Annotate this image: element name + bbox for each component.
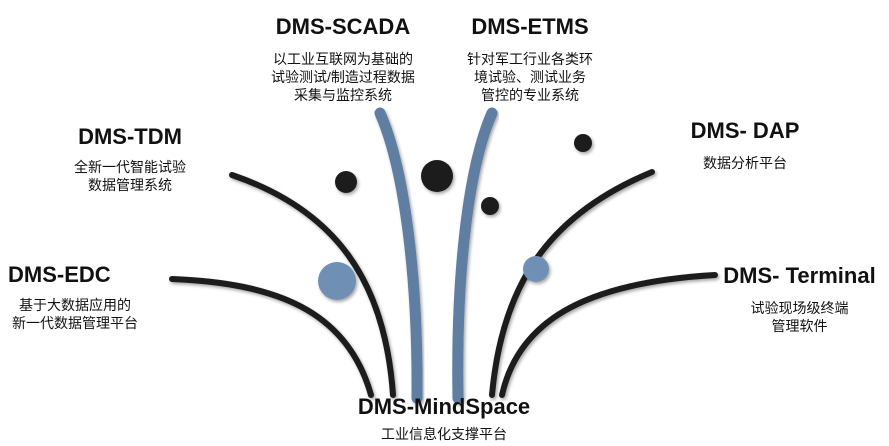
dot-dark-1 — [335, 171, 357, 193]
node-terminal: DMS- Terminal 试验现场级终端 管理软件 — [712, 263, 887, 335]
desc-line: 工业信息化支撑平台 — [381, 426, 507, 442]
node-desc: 数据分析平台 — [665, 154, 825, 172]
curve-etms — [452, 107, 498, 404]
center-title: DMS-MindSpace — [357, 394, 531, 419]
desc-line: 试验测试/制造过程数据 — [271, 69, 415, 85]
desc-line: 数据分析平台 — [703, 155, 787, 171]
dot-dark-2 — [481, 197, 499, 215]
node-desc: 全新一代智能试验 数据管理系统 — [50, 158, 210, 194]
desc-line: 数据管理系统 — [88, 177, 172, 193]
node-etms: DMS-ETMS 针对军工行业各类环 境试验、测试业务 管控的专业系统 — [450, 14, 610, 104]
curve-edc — [169, 276, 374, 398]
node-title: DMS-ETMS — [471, 14, 589, 39]
node-title: DMS-SCADA — [275, 14, 411, 39]
desc-line: 基于大数据应用的 — [19, 297, 131, 313]
node-title: DMS- DAP — [690, 118, 800, 143]
node-desc: 试验现场级终端 管理软件 — [712, 299, 887, 335]
node-desc: 以工业互联网为基础的 试验测试/制造过程数据 采集与监控系统 — [248, 50, 438, 104]
node-title: DMS-TDM — [78, 124, 182, 149]
desc-line: 管控的专业系统 — [481, 87, 579, 103]
node-title: DMS-EDC — [8, 262, 111, 287]
desc-line: 采集与监控系统 — [294, 87, 392, 103]
desc-line: 管理软件 — [771, 318, 828, 334]
node-dap: DMS- DAP 数据分析平台 — [665, 118, 825, 172]
desc-line: 境试验、测试业务 — [474, 69, 586, 85]
dot-small-blue — [523, 256, 549, 282]
node-title: DMS- Terminal — [723, 263, 876, 288]
node-mindspace: DMS-MindSpace 工业信息化支撑平台 — [334, 394, 554, 443]
node-tdm: DMS-TDM 全新一代智能试验 数据管理系统 — [50, 124, 210, 194]
curve-scada — [374, 107, 423, 404]
desc-line: 试验现场级终端 — [750, 300, 849, 316]
desc-line: 新一代数据管理平台 — [12, 315, 138, 331]
node-edc: DMS-EDC 基于大数据应用的 新一代数据管理平台 — [0, 262, 150, 332]
curve-terminal — [499, 272, 718, 398]
desc-line: 针对军工行业各类环 — [467, 51, 593, 67]
dot-dark-large — [421, 160, 453, 192]
dot-dark-3 — [574, 134, 592, 152]
node-scada: DMS-SCADA 以工业互联网为基础的 试验测试/制造过程数据 采集与监控系统 — [248, 14, 438, 104]
dot-large-blue — [318, 262, 356, 300]
desc-line: 全新一代智能试验 — [74, 159, 186, 175]
node-desc: 针对军工行业各类环 境试验、测试业务 管控的专业系统 — [450, 50, 610, 104]
node-desc: 基于大数据应用的 新一代数据管理平台 — [0, 296, 150, 332]
curve-tdm — [229, 172, 396, 398]
center-desc: 工业信息化支撑平台 — [334, 425, 554, 443]
desc-line: 以工业互联网为基础的 — [273, 51, 413, 67]
